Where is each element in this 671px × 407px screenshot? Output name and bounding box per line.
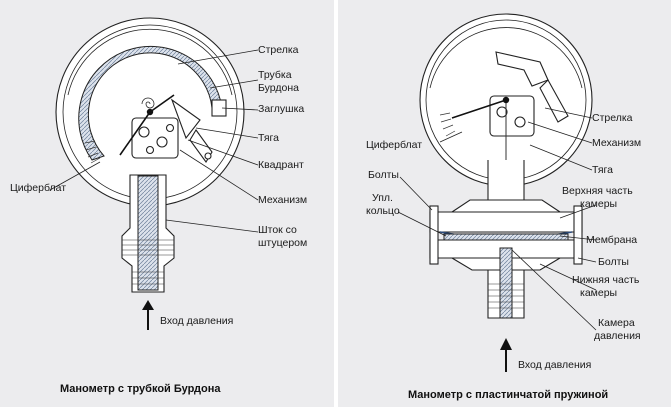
label-plug: Заглушка: [258, 103, 304, 115]
left-gear-4: [165, 123, 175, 133]
label-pointer-right: Стрелка: [592, 112, 633, 124]
left-mechanism-plate: [131, 117, 179, 159]
left-quadrant: [170, 98, 201, 140]
left-gear-2: [156, 136, 168, 148]
label-tube-line2: Бурдона: [258, 82, 299, 94]
right-stem-channel: [499, 247, 513, 319]
label-seal-line1: Упл.: [372, 192, 393, 204]
left-pointer: [119, 111, 151, 156]
label-quadrant: Квадрант: [258, 159, 304, 171]
left-pointer-tail: [149, 94, 175, 113]
caption-right: Манометр с пластинчатой пружиной: [408, 389, 608, 401]
label-bolts-bottom: Болты: [598, 256, 629, 268]
label-stem-line1: Шток со: [258, 224, 297, 236]
right-pressure-arrowhead: [500, 338, 512, 350]
left-pointer-hub: [146, 108, 154, 116]
left-link-pin: [204, 152, 212, 160]
label-chamber-line2: давления: [594, 330, 641, 342]
right-pointer-hub: [502, 96, 510, 104]
right-dial-arc: [429, 27, 583, 89]
left-pressure-arrowhead: [142, 300, 154, 310]
label-membrane: Мембрана: [586, 234, 637, 246]
right-gear-2: [514, 116, 526, 128]
right-neck: [487, 160, 525, 201]
diaphragm-gauge: [397, 13, 597, 372]
label-seal-line2: кольцо: [366, 205, 400, 217]
right-upper-cone: [450, 199, 562, 213]
right-gear-1: [496, 106, 508, 118]
right-scale-ticks: [439, 112, 456, 137]
left-hairspring: [141, 97, 155, 109]
right-stem-thread: [488, 283, 524, 309]
right-leaders: [397, 107, 597, 331]
label-pressure-in-left: Вход давления: [160, 315, 233, 327]
label-mechanism-left: Механизм: [258, 194, 307, 206]
label-rod-right: Тяга: [592, 164, 613, 176]
right-bolt-right: [573, 205, 583, 265]
label-lower-chamber-line1: Нижняя часть: [572, 274, 640, 286]
right-upper-flange: [429, 211, 583, 233]
label-mechanism-right: Механизм: [592, 137, 641, 149]
label-upper-chamber-line1: Верхняя часть: [562, 185, 633, 197]
right-mechanism-plate: [489, 95, 535, 137]
label-pointer-left: Стрелка: [258, 44, 299, 56]
label-chamber-line1: Камера: [598, 317, 635, 329]
left-leaders: [49, 49, 259, 233]
left-dial-arc: [67, 28, 233, 96]
label-bolts-top: Болты: [368, 169, 399, 181]
right-bolt-left: [429, 205, 439, 265]
right-linkage: [495, 51, 549, 87]
label-dial-right: Циферблат: [366, 139, 422, 151]
left-stem-thread: [122, 239, 174, 285]
caption-left: Манометр с трубкой Бурдона: [60, 383, 221, 395]
label-lower-chamber-line2: камеры: [580, 287, 617, 299]
left-gear-1: [138, 126, 150, 138]
label-tube-line1: Трубка: [258, 69, 292, 81]
right-chamber-seal: [443, 233, 569, 241]
left-scale-ticks: [84, 140, 101, 164]
left-gear-3: [145, 145, 155, 155]
label-rod-left: Тяга: [258, 132, 279, 144]
label-pressure-in-right: Вход давления: [518, 359, 591, 371]
label-upper-chamber-line2: камеры: [580, 198, 617, 210]
left-stem-channel: [137, 175, 159, 291]
right-pointer: [451, 99, 507, 119]
label-stem-line2: штуцером: [258, 237, 307, 249]
bourdon-gauge: [49, 17, 259, 330]
label-dial-left: Циферблат: [10, 182, 66, 194]
